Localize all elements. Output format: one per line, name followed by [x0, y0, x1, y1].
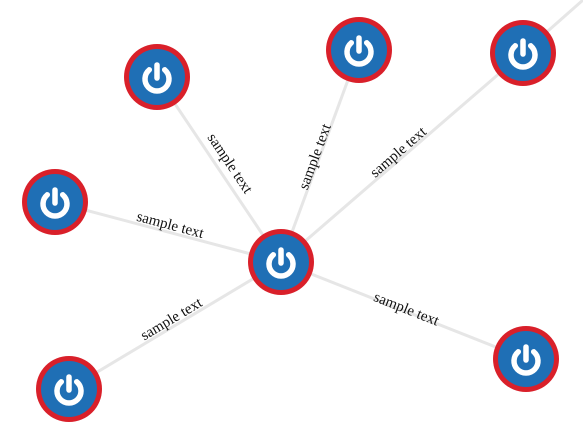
power-icon: [344, 35, 374, 67]
graph-node[interactable]: [36, 356, 102, 422]
edge-label: sample text: [296, 121, 335, 192]
nodes-layer: [22, 17, 559, 422]
power-icon-arc: [40, 192, 70, 219]
power-icon-arc: [266, 252, 296, 279]
graph-node[interactable]: [124, 44, 190, 110]
edge-line: [67, 260, 283, 391]
graph-node[interactable]: [22, 169, 88, 235]
power-icon: [142, 62, 172, 94]
power-icon: [511, 344, 541, 376]
power-icon-arc: [54, 379, 84, 406]
power-icon-arc: [142, 67, 172, 94]
edge-line: [155, 75, 283, 264]
power-icon-arc: [344, 40, 374, 67]
edge-label: sample text: [367, 124, 430, 182]
power-icon: [40, 187, 70, 219]
graph-node[interactable]: [493, 326, 559, 392]
edges-layer: [53, 0, 583, 391]
edge-label: sample text: [371, 289, 442, 329]
edge-line: [53, 200, 283, 264]
edge-label: sample text: [138, 295, 206, 344]
edge-line: [279, 51, 525, 264]
power-icon-arc: [508, 43, 538, 70]
edge-label: sample text: [135, 209, 206, 242]
graph-node[interactable]: [490, 20, 556, 86]
edge-line: [279, 48, 361, 264]
graph-node[interactable]: [326, 17, 392, 83]
power-icon: [266, 247, 296, 279]
power-icon-arc: [511, 349, 541, 376]
power-icon: [508, 38, 538, 70]
hub-node[interactable]: [248, 229, 314, 295]
power-icon: [54, 374, 84, 406]
edge-line: [279, 260, 528, 361]
